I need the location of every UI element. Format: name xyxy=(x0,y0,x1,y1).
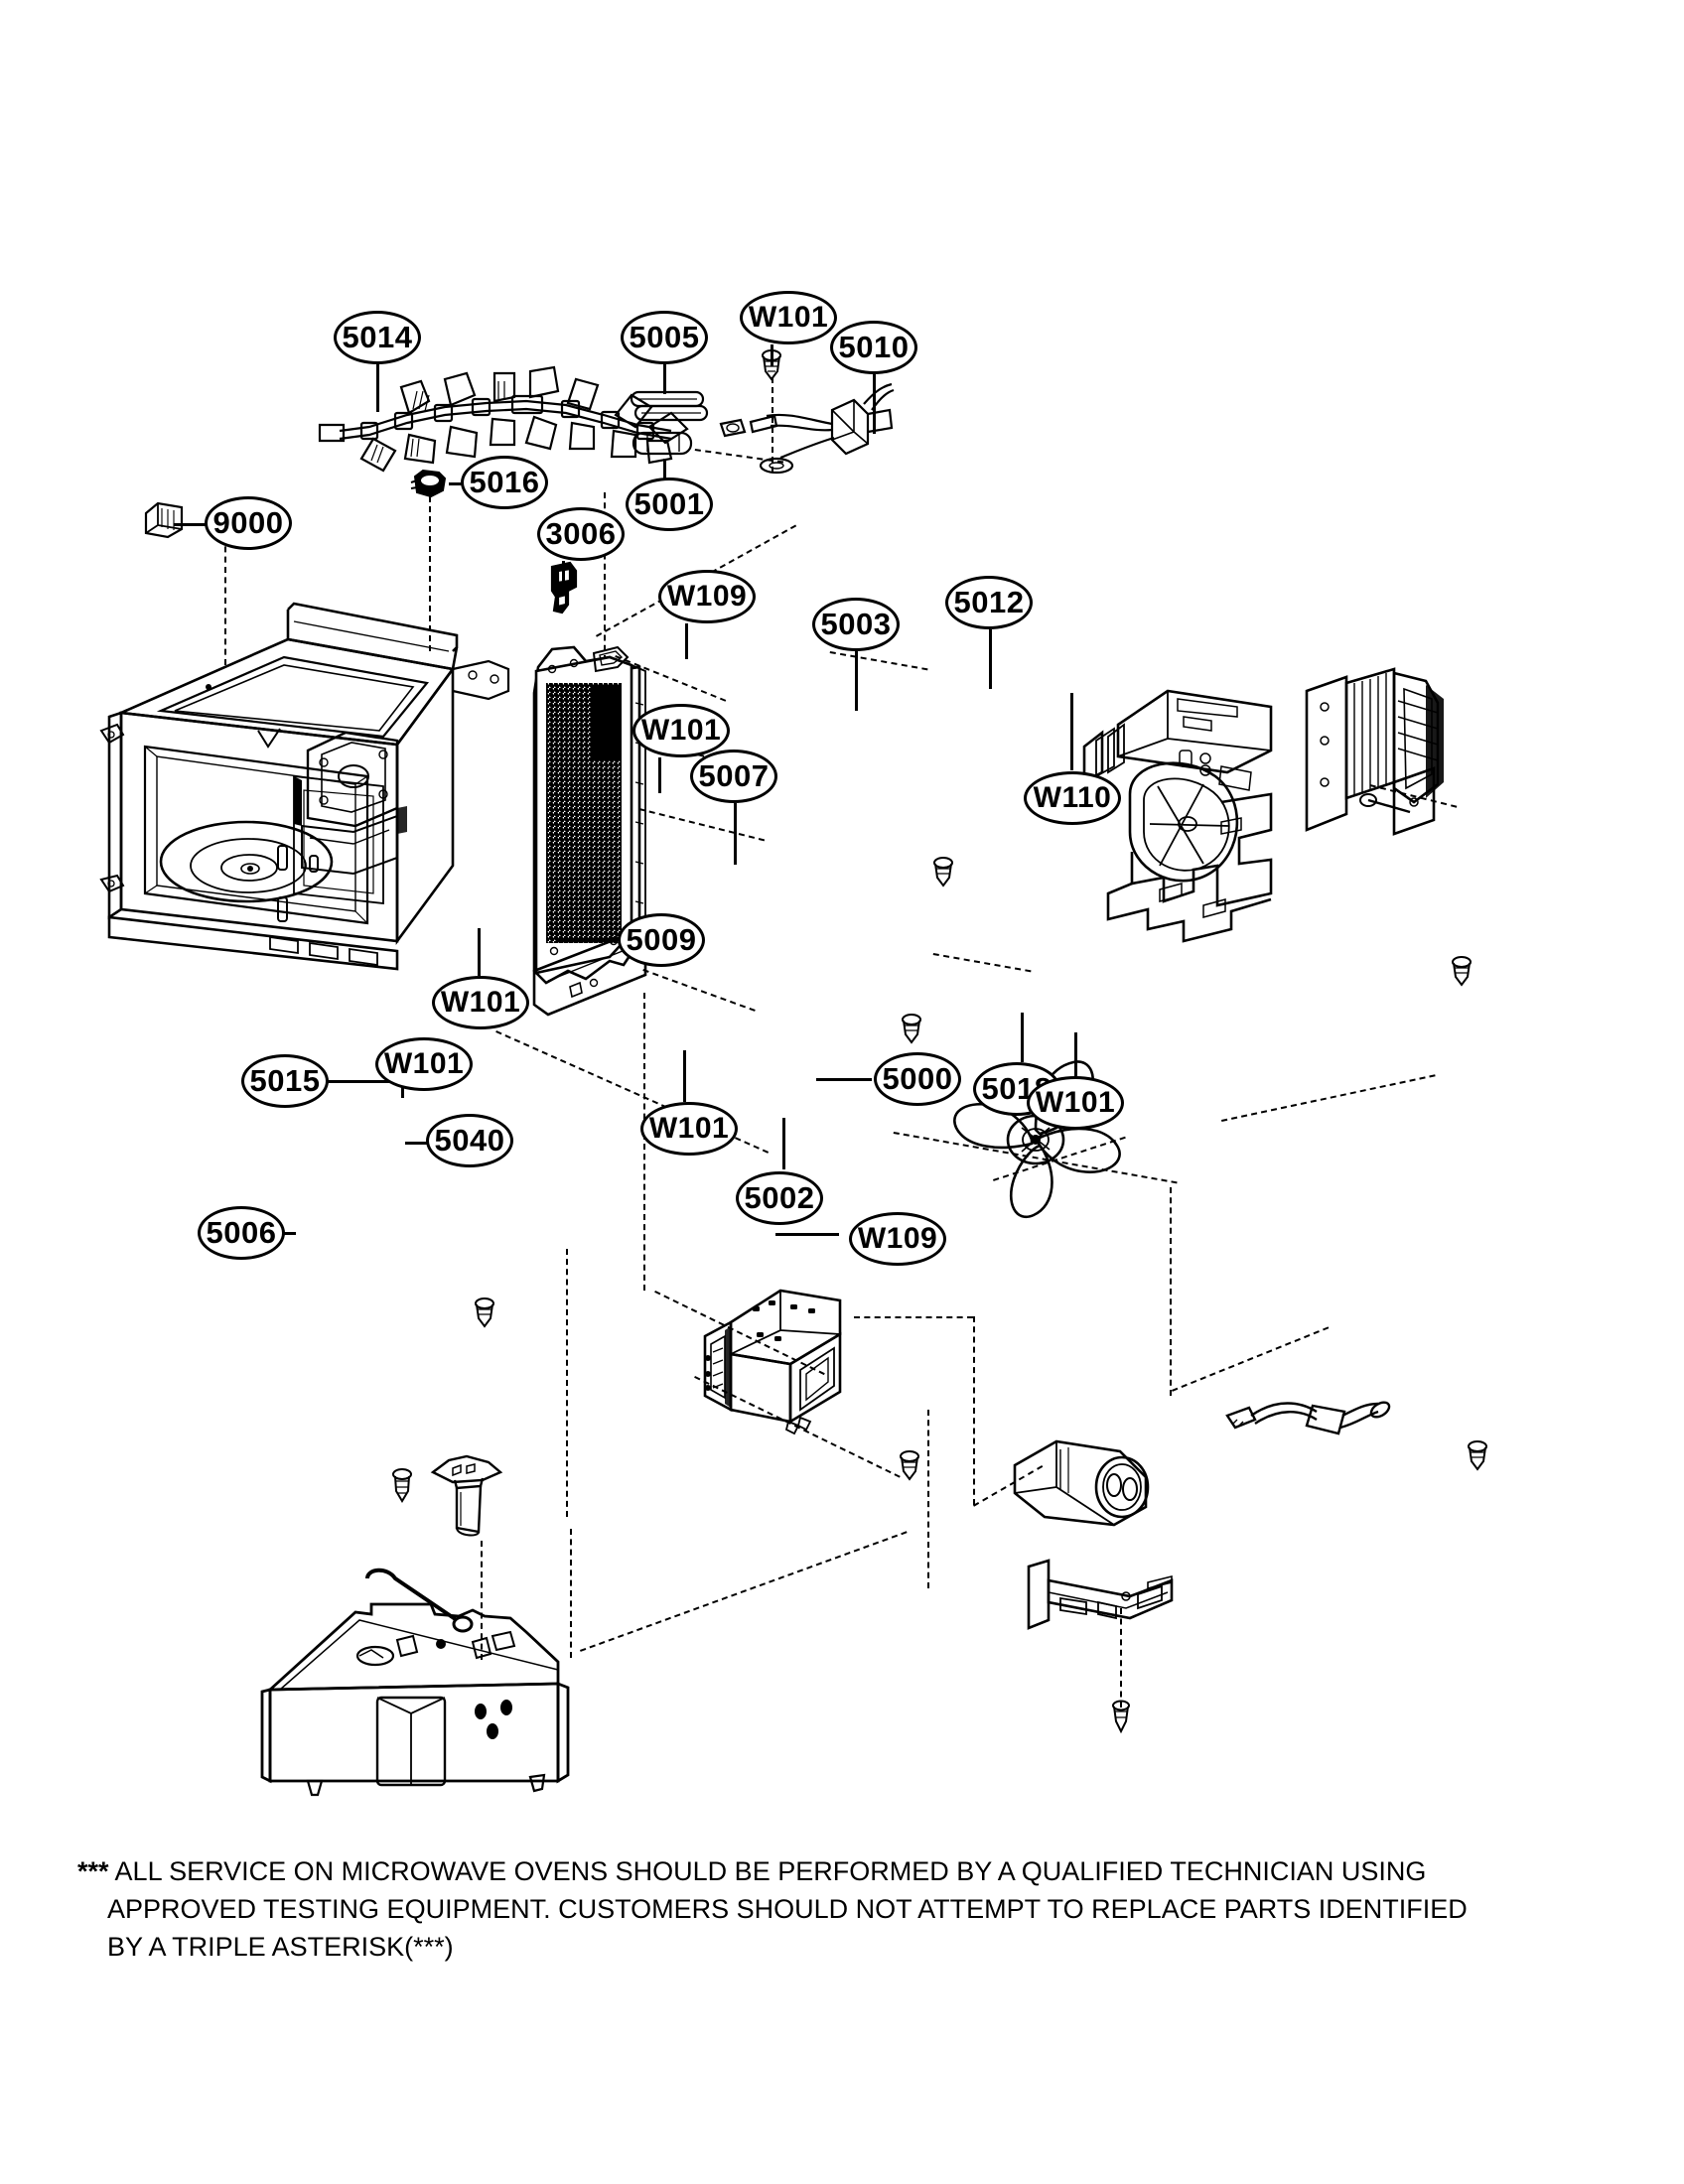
screw-illustration xyxy=(1110,1700,1132,1735)
screw-illustration xyxy=(390,1467,414,1505)
callout-5012[interactable]: 5012 xyxy=(945,576,1033,629)
callout-5002[interactable]: 5002 xyxy=(736,1171,823,1225)
callout-5015[interactable]: 5015 xyxy=(241,1054,329,1108)
callout-5040[interactable]: 5040 xyxy=(426,1114,513,1167)
lamp-illustration xyxy=(142,499,188,541)
assembly-guide-line xyxy=(1221,1074,1436,1122)
leader-line xyxy=(557,939,617,942)
turntable-motor-illustration xyxy=(427,1454,506,1544)
thermostat-illustration xyxy=(409,467,451,500)
leader-line xyxy=(685,623,688,659)
callout-w109-right[interactable]: W109 xyxy=(658,570,756,623)
callout-w110[interactable]: W110 xyxy=(1024,771,1121,825)
callout-5005[interactable]: 5005 xyxy=(621,311,708,364)
callout-9000[interactable]: 9000 xyxy=(205,496,292,550)
base-plate-illustration xyxy=(260,1570,618,1797)
screw-illustration xyxy=(900,1013,923,1046)
callout-5003[interactable]: 5003 xyxy=(812,598,900,651)
leader-line xyxy=(873,374,876,434)
assembly-guide-line xyxy=(566,1249,568,1517)
callout-5006[interactable]: 5006 xyxy=(198,1206,285,1260)
assembly-guide-line xyxy=(570,1529,572,1658)
screw-illustration xyxy=(1450,955,1474,989)
leader-line xyxy=(376,364,379,412)
leader-line xyxy=(782,1118,785,1169)
assembly-guide-line xyxy=(429,496,431,651)
screw-illustration xyxy=(1466,1439,1489,1473)
callout-5007[interactable]: 5007 xyxy=(690,750,777,803)
oven-cavity-illustration xyxy=(99,596,655,1062)
callout-5009[interactable]: 5009 xyxy=(618,913,705,967)
callout-5014[interactable]: 5014 xyxy=(334,311,421,364)
screw-illustration xyxy=(898,1449,921,1483)
wire-harness-illustration xyxy=(318,357,695,477)
leader-line xyxy=(989,629,992,689)
capacitor-bracket-illustration xyxy=(1023,1557,1182,1646)
assembly-guide-line xyxy=(224,536,226,665)
callout-3006[interactable]: 3006 xyxy=(537,507,625,561)
callout-w101-cap[interactable]: W101 xyxy=(1027,1076,1124,1130)
callout-w101-base[interactable]: W101 xyxy=(375,1037,473,1091)
leader-line xyxy=(816,1078,872,1081)
callout-5000[interactable]: 5000 xyxy=(874,1052,961,1106)
assembly-guide-line xyxy=(643,993,645,1291)
assembly-guide-line xyxy=(829,651,928,671)
power-cord-illustration xyxy=(715,382,895,481)
back-cover-panel-illustration xyxy=(514,643,842,1070)
leader-line xyxy=(405,1142,435,1145)
fuse-holder-illustration xyxy=(630,389,709,429)
leader-line xyxy=(663,364,666,394)
leader-line xyxy=(734,803,737,865)
assembly-guide-line xyxy=(1170,1187,1172,1396)
high-voltage-capacitor-illustration xyxy=(1005,1428,1164,1537)
callout-w101-mid[interactable]: W101 xyxy=(632,704,730,757)
leader-line xyxy=(683,1050,686,1102)
assembly-guide-line xyxy=(481,1541,483,1660)
assembly-guide-line xyxy=(1172,1326,1330,1392)
screw-illustration xyxy=(473,1297,496,1330)
leader-line xyxy=(663,459,666,478)
wire-clamp-illustration xyxy=(361,1567,491,1636)
fan-motor-bracket-illustration xyxy=(1072,655,1331,953)
leader-line xyxy=(1070,693,1073,770)
asterisk-marker: *** xyxy=(77,1856,109,1886)
high-voltage-transformer-illustration xyxy=(1299,663,1487,852)
callout-5010[interactable]: 5010 xyxy=(830,321,917,374)
leader-line xyxy=(775,1233,839,1236)
assembly-guide-line xyxy=(604,492,606,661)
callout-w109-base[interactable]: W109 xyxy=(849,1212,946,1266)
assembly-guide-line xyxy=(927,1410,929,1588)
callout-w101-left[interactable]: W101 xyxy=(432,976,529,1029)
leader-line xyxy=(771,344,773,366)
leader-line xyxy=(478,928,481,976)
leader-line xyxy=(294,1080,425,1083)
noise-filter-illustration xyxy=(1221,1398,1391,1467)
callout-5001[interactable]: 5001 xyxy=(626,478,713,531)
assembly-guide-line xyxy=(1120,1608,1122,1707)
warning-line-3: BY A TRIPLE ASTERISK(***) xyxy=(107,1932,454,1962)
fuse-illustration xyxy=(632,429,695,459)
leader-line xyxy=(658,757,661,793)
warning-line-1: ALL SERVICE ON MICROWAVE OVENS SHOULD BE… xyxy=(114,1856,1427,1886)
screw-illustration xyxy=(931,856,955,889)
callout-5016[interactable]: 5016 xyxy=(461,456,548,509)
warning-line-2: APPROVED TESTING EQUIPMENT. CUSTOMERS SH… xyxy=(107,1894,1468,1924)
magnetron-illustration xyxy=(695,1271,894,1439)
leader-line xyxy=(1074,1032,1077,1076)
callout-w101-top[interactable]: W101 xyxy=(740,291,837,344)
leader-line xyxy=(562,561,565,589)
assembly-guide-line xyxy=(580,1531,908,1652)
service-warning-note: *** ALL SERVICE ON MICROWAVE OVENS SHOUL… xyxy=(77,1852,1468,1966)
assembly-guide-line xyxy=(973,1316,975,1505)
leader-line xyxy=(1021,1013,1024,1062)
assembly-guide-line xyxy=(854,1316,973,1318)
assembly-guide-line xyxy=(932,953,1032,973)
callout-w101-mag[interactable]: W101 xyxy=(640,1102,738,1156)
leader-line xyxy=(855,651,858,711)
